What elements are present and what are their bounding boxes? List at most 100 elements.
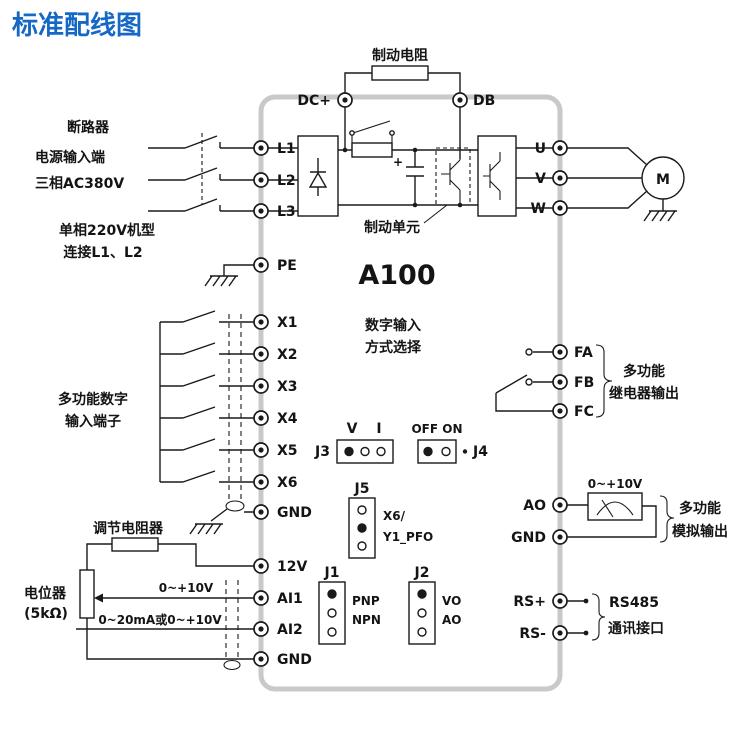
l3-label: L3 bbox=[277, 204, 296, 220]
jumper-j4: OFF ON J4 bbox=[411, 422, 488, 464]
j3-pin-2 bbox=[360, 446, 370, 457]
j4-pin-2 bbox=[441, 446, 451, 457]
ao-label: AO bbox=[523, 498, 546, 514]
model-label: A100 bbox=[358, 260, 435, 291]
shield-dashed bbox=[225, 580, 239, 661]
j2-label: J2 bbox=[414, 565, 430, 581]
brake-unit-box bbox=[435, 147, 471, 206]
comm-caption-2: 通讯接口 bbox=[608, 620, 664, 637]
contact-node bbox=[389, 130, 395, 136]
db-label: DB bbox=[473, 93, 495, 109]
terminal-x2 bbox=[253, 346, 269, 362]
switch-blade bbox=[182, 310, 216, 483]
analog-output-section: 0~+10V AO GND 多功能 模拟输出 bbox=[511, 477, 728, 546]
wire bbox=[76, 543, 254, 660]
j1-pin-1 bbox=[327, 589, 337, 599]
x6-label: X6 bbox=[277, 475, 298, 491]
gnd-digital-label: GND bbox=[277, 505, 312, 521]
ai2-range-label: 0~20mA或0~+10V bbox=[98, 612, 222, 627]
relay-caption-2: 继电器输出 bbox=[609, 385, 679, 402]
terminal-ai1 bbox=[253, 590, 269, 606]
x5-label: X5 bbox=[277, 443, 298, 459]
brake-resistor-symbol bbox=[371, 65, 429, 81]
x1-label: X1 bbox=[277, 315, 298, 331]
terminal-x1 bbox=[253, 314, 269, 330]
j2-pin-1 bbox=[417, 589, 427, 599]
junction-dot bbox=[583, 630, 589, 636]
j2-option-vo: VO bbox=[442, 594, 461, 608]
terminal-l3 bbox=[253, 203, 269, 219]
j5-label: J5 bbox=[354, 481, 370, 497]
l2-label: L2 bbox=[277, 173, 296, 189]
motor-circle bbox=[641, 156, 685, 200]
contact-node bbox=[349, 130, 355, 136]
digital-side-label-1: 多功能数字 bbox=[58, 391, 128, 408]
terminal-x4 bbox=[253, 410, 269, 426]
j1-label: J1 bbox=[324, 565, 340, 581]
jumper-j3: J3 V I bbox=[314, 421, 394, 464]
motor-label: M bbox=[656, 172, 670, 188]
gnd-out-label: GND bbox=[511, 530, 546, 546]
power-input-label-2: 三相AC380V bbox=[35, 175, 124, 192]
motor-output-section: U V W M bbox=[516, 140, 685, 222]
fc-label: FC bbox=[574, 404, 594, 420]
terminal-l2 bbox=[253, 172, 269, 188]
terminal-12v bbox=[253, 558, 269, 574]
comm-section: RS+ RS- RS485 通讯接口 bbox=[513, 593, 664, 642]
pe-label: PE bbox=[277, 258, 297, 274]
aout-brace bbox=[659, 495, 675, 543]
single-phase-label-2: 连接L1、L2 bbox=[63, 244, 142, 261]
j5-option-1: X6/ bbox=[383, 509, 406, 523]
igbt-symbol bbox=[483, 152, 501, 200]
digital-input-section: 多功能数字 输入端子 X1 X2 X3 X4 X5 X6 GND 数字输入 方式… bbox=[58, 310, 422, 535]
j3-pin-1 bbox=[344, 446, 354, 457]
j4-label: J4 bbox=[472, 444, 488, 460]
terminal-v bbox=[552, 170, 568, 186]
digital-mode-label-1: 数字输入 bbox=[365, 317, 421, 334]
potentiometer-symbol bbox=[79, 569, 95, 619]
j1-pin-2 bbox=[327, 608, 337, 618]
rs-plus-label: RS+ bbox=[513, 594, 546, 610]
meter-needle bbox=[596, 499, 634, 518]
l1-label: L1 bbox=[277, 141, 296, 157]
terminal-gnd-analog bbox=[253, 651, 269, 667]
wire bbox=[159, 321, 254, 483]
terminal-l1 bbox=[253, 140, 269, 156]
jumper-j2: J2 VO AO bbox=[408, 565, 462, 645]
power-stage: + 制动单元 A100 bbox=[297, 120, 517, 291]
j5-pin-3 bbox=[357, 541, 367, 551]
brake-unit-label: 制动单元 bbox=[364, 219, 420, 236]
terminal-ao bbox=[552, 497, 568, 513]
potentiometer-label-1: 电位器 bbox=[24, 585, 67, 602]
adjust-resistor-label: 调节电阻器 bbox=[93, 520, 164, 537]
relay-contact bbox=[495, 351, 554, 412]
j4-offon-label: OFF ON bbox=[411, 422, 462, 436]
v-label: V bbox=[535, 171, 546, 187]
jumper-j5: J5 X6/ Y1_PFO bbox=[348, 481, 433, 559]
wire bbox=[148, 142, 298, 212]
j1-option-pnp: PNP bbox=[352, 594, 380, 608]
comm-caption-1: RS485 bbox=[609, 595, 659, 611]
meter-box bbox=[587, 492, 643, 521]
terminal-fb bbox=[552, 374, 568, 390]
terminal-x3 bbox=[253, 378, 269, 394]
adjust-resistor-symbol bbox=[111, 537, 159, 552]
terminal-ai2 bbox=[253, 621, 269, 637]
junction-dot bbox=[412, 147, 418, 153]
earth-ground-icon bbox=[189, 523, 224, 535]
terminal-pe bbox=[253, 257, 269, 273]
capacitor-plus-label: + bbox=[393, 155, 403, 169]
shield-dashed bbox=[228, 314, 242, 501]
relay-brace bbox=[595, 344, 613, 418]
terminal-gnd-out bbox=[552, 529, 568, 545]
analog-input-section: 调节电阻器 电位器 (5kΩ) 0~+10V 0~20mA或0~+10V 12V… bbox=[24, 520, 312, 671]
bypass-contact bbox=[351, 120, 393, 150]
fa-label: FA bbox=[574, 345, 593, 361]
j3-label: J3 bbox=[314, 444, 330, 460]
digital-side-label-2: 输入端子 bbox=[65, 413, 121, 430]
rs-minus-label: RS- bbox=[519, 626, 546, 642]
shield-loop bbox=[225, 500, 245, 512]
relay-caption-1: 多功能 bbox=[623, 363, 665, 380]
j2-pin-3 bbox=[417, 627, 427, 637]
terminal-x5 bbox=[253, 442, 269, 458]
